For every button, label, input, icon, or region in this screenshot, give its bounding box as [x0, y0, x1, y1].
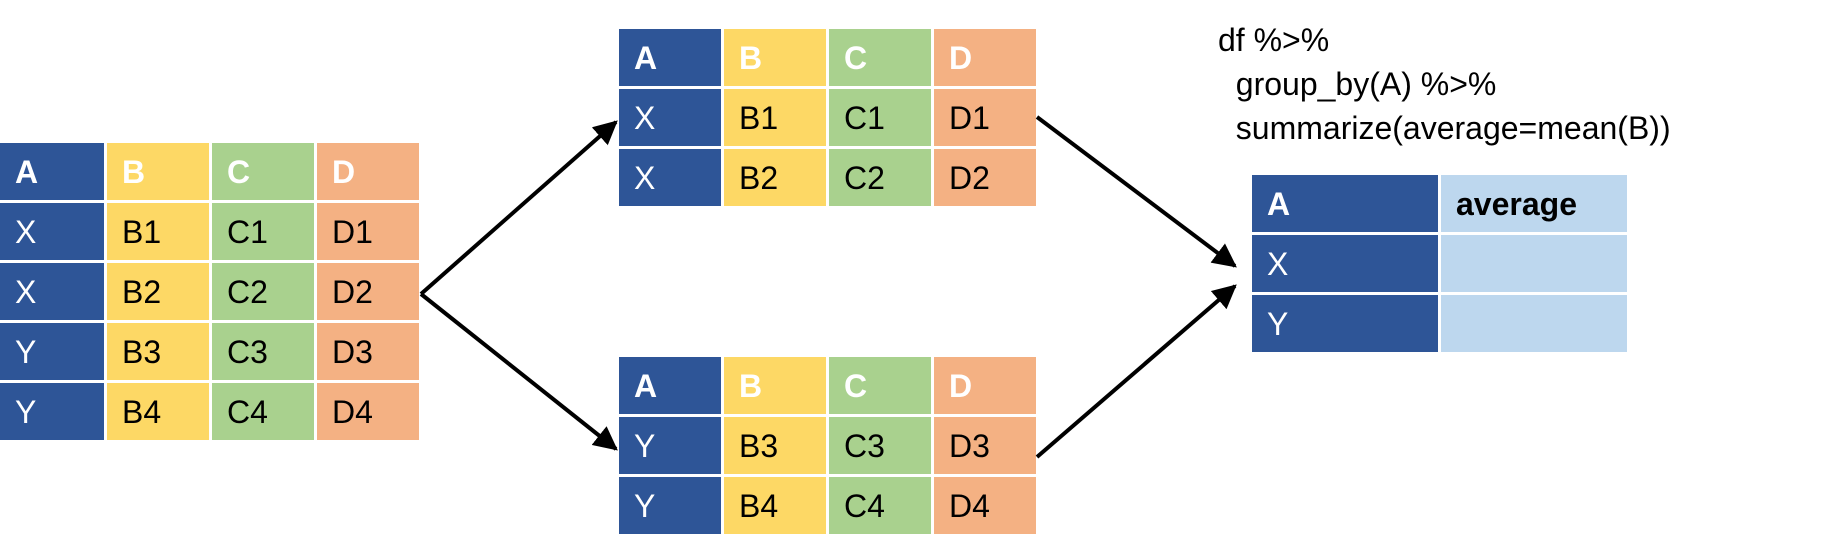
- header-cell-a: A: [0, 143, 107, 203]
- table-row: X: [1252, 235, 1630, 295]
- table-cell: [1441, 235, 1630, 295]
- table-cell: B1: [724, 89, 829, 149]
- code-line: summarize(average=mean(B)): [1218, 110, 1671, 146]
- table-header-row: A B C D: [0, 143, 422, 203]
- header-cell-b: B: [724, 29, 829, 89]
- table-row: X B1 C1 D1: [0, 203, 422, 263]
- table-cell: B2: [724, 149, 829, 209]
- table-cell: X: [0, 263, 107, 323]
- table-row: X B1 C1 D1: [619, 89, 1039, 149]
- table-header-row: A average: [1252, 175, 1630, 235]
- header-cell-c: C: [212, 143, 317, 203]
- combine-arrow-from-group-x: [1035, 115, 1237, 268]
- table-cell: X: [619, 149, 724, 209]
- table-cell: X: [1252, 235, 1441, 295]
- table-cell: C3: [212, 323, 317, 383]
- table-row: Y: [1252, 295, 1630, 355]
- table-cell: [1441, 295, 1630, 355]
- table-cell: Y: [1252, 295, 1441, 355]
- table-row: Y B4 C4 D4: [0, 383, 422, 443]
- table-cell: D4: [934, 477, 1039, 537]
- header-cell-a: A: [1252, 175, 1441, 235]
- header-cell-c: C: [829, 29, 934, 89]
- table-cell: C3: [829, 417, 934, 477]
- table-cell: X: [619, 89, 724, 149]
- code-snippet: df %>% group_by(A) %>% summarize(average…: [1218, 18, 1671, 150]
- header-cell-c: C: [829, 357, 934, 417]
- table-cell: B1: [107, 203, 212, 263]
- table-cell: C2: [829, 149, 934, 209]
- table-cell: Y: [0, 383, 107, 443]
- table-row: X B2 C2 D2: [0, 263, 422, 323]
- header-cell-d: D: [317, 143, 422, 203]
- table-cell: Y: [0, 323, 107, 383]
- code-line: group_by(A) %>%: [1218, 66, 1497, 102]
- group-y-table: A B C D Y B3 C3 D3 Y B4 C4 D4: [619, 357, 1039, 537]
- result-table: A average X Y: [1252, 175, 1630, 355]
- table-cell: Y: [619, 417, 724, 477]
- table-cell: B3: [724, 417, 829, 477]
- header-cell-b: B: [724, 357, 829, 417]
- source-table: A B C D X B1 C1 D1 X B2 C2 D2 Y B3 C3 D3…: [0, 143, 422, 443]
- table-cell: C2: [212, 263, 317, 323]
- header-cell-d: D: [934, 357, 1039, 417]
- table-header-row: A B C D: [619, 357, 1039, 417]
- group-x-table: A B C D X B1 C1 D1 X B2 C2 D2: [619, 29, 1039, 209]
- table-cell: C4: [212, 383, 317, 443]
- header-cell-b: B: [107, 143, 212, 203]
- table-cell: B4: [724, 477, 829, 537]
- table-row: Y B4 C4 D4: [619, 477, 1039, 537]
- split-arrow-to-group-x: [419, 120, 618, 296]
- header-cell-a: A: [619, 357, 724, 417]
- table-cell: D1: [317, 203, 422, 263]
- table-row: Y B3 C3 D3: [619, 417, 1039, 477]
- header-cell-d: D: [934, 29, 1039, 89]
- table-cell: C4: [829, 477, 934, 537]
- table-cell: D3: [317, 323, 422, 383]
- table-cell: D4: [317, 383, 422, 443]
- table-row: X B2 C2 D2: [619, 149, 1039, 209]
- table-cell: C1: [212, 203, 317, 263]
- split-arrow-to-group-y: [419, 292, 618, 451]
- code-line: df %>%: [1218, 22, 1330, 58]
- table-cell: C1: [829, 89, 934, 149]
- table-row: Y B3 C3 D3: [0, 323, 422, 383]
- table-cell: D3: [934, 417, 1039, 477]
- table-cell: D2: [317, 263, 422, 323]
- combine-arrow-from-group-y: [1035, 284, 1237, 459]
- table-cell: D1: [934, 89, 1039, 149]
- table-cell: X: [0, 203, 107, 263]
- table-cell: B3: [107, 323, 212, 383]
- table-cell: B2: [107, 263, 212, 323]
- table-cell: D2: [934, 149, 1039, 209]
- table-header-row: A B C D: [619, 29, 1039, 89]
- table-cell: Y: [619, 477, 724, 537]
- header-cell-a: A: [619, 29, 724, 89]
- header-cell-average: average: [1441, 175, 1630, 235]
- table-cell: B4: [107, 383, 212, 443]
